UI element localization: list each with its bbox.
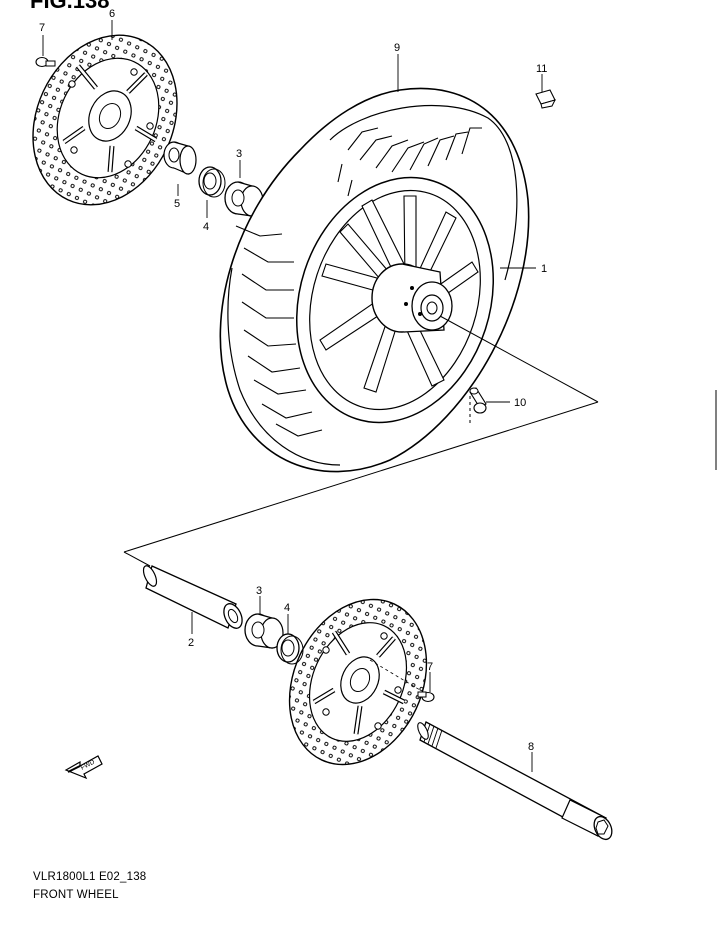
brake-disc-upper bbox=[32, 34, 178, 206]
brake-disc-lower bbox=[288, 598, 428, 766]
diagram-title: FRONT WHEEL bbox=[33, 889, 119, 901]
callout-11: 11 bbox=[536, 63, 547, 75]
callout-8: 8 bbox=[528, 741, 534, 753]
balancer-weight bbox=[535, 89, 556, 109]
callout-10: 10 bbox=[514, 397, 526, 409]
model-code: VLR1800L1 E02_138 bbox=[33, 871, 147, 883]
callout-4-lower: 4 bbox=[284, 602, 290, 614]
assembly-guide-lines bbox=[123, 315, 599, 567]
wheel-assembly bbox=[219, 87, 530, 473]
callout-5: 5 bbox=[174, 198, 180, 210]
disc-bolt-upper bbox=[35, 35, 56, 68]
bearing-lower bbox=[244, 613, 284, 649]
callout-7-lower: 7 bbox=[427, 661, 433, 673]
figure-header: FIG.138 bbox=[30, 0, 109, 13]
callout-3-upper: 3 bbox=[236, 148, 242, 160]
spacer-5 bbox=[163, 141, 197, 175]
callout-7-upper: 7 bbox=[39, 22, 45, 34]
forward-arrow-icon: FWD bbox=[64, 755, 103, 780]
callout-6: 6 bbox=[109, 8, 115, 20]
callout-3-lower: 3 bbox=[256, 585, 262, 597]
callout-4-upper: 4 bbox=[203, 221, 209, 233]
oil-seal-upper bbox=[198, 166, 226, 198]
callout-2: 2 bbox=[188, 637, 194, 649]
callout-9: 9 bbox=[394, 42, 400, 54]
air-valve bbox=[469, 387, 487, 414]
front-axle bbox=[417, 721, 613, 841]
callout-1: 1 bbox=[541, 263, 547, 275]
disc-bolt-lower bbox=[369, 659, 435, 703]
spacer-2-tube bbox=[142, 565, 243, 629]
